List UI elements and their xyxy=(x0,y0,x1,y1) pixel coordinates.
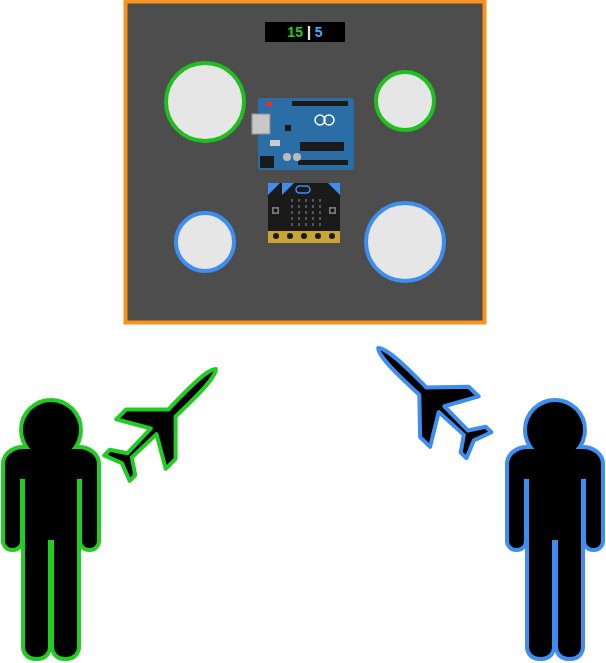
green-target-small xyxy=(376,72,434,130)
green-plane xyxy=(92,344,240,492)
green-player xyxy=(5,402,97,657)
blue-plane xyxy=(354,323,503,471)
blue-target-small xyxy=(176,213,234,271)
green-target-large xyxy=(166,63,244,141)
arduino-board xyxy=(252,98,354,170)
blue-player xyxy=(509,402,601,657)
score-separator: | xyxy=(307,22,311,42)
blue-score: 5 xyxy=(315,22,323,42)
scoreboard: 15|5 xyxy=(265,22,345,42)
microbit-board xyxy=(268,183,340,243)
green-score: 15 xyxy=(287,22,303,42)
blue-target-large xyxy=(366,203,444,281)
game-board xyxy=(126,2,485,323)
